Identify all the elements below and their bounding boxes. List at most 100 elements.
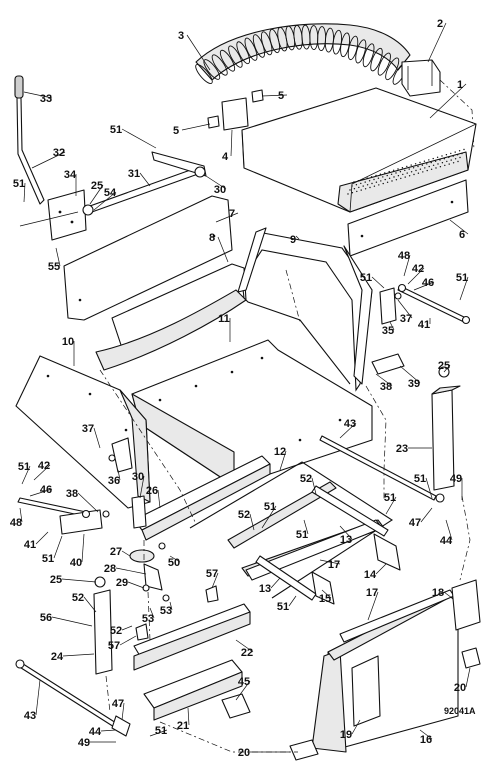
callout-47: 47 [112, 698, 124, 710]
callout-27: 27 [110, 546, 122, 558]
callout-leader-44 [100, 729, 117, 732]
callout-7: 7 [229, 208, 235, 220]
part-22-channel [133, 603, 251, 671]
callout-leader-18 [443, 591, 453, 599]
callout-leader-28 [115, 567, 147, 575]
callout-leader-38 [77, 492, 99, 513]
drawing-id: 92041A [444, 706, 476, 716]
callout-21: 21 [177, 720, 189, 732]
callout-leader-12 [279, 450, 287, 471]
part-35-bracket [379, 287, 402, 325]
callout-17: 17 [366, 587, 378, 599]
callout-12: 12 [274, 446, 286, 458]
part-7-deflector [63, 195, 233, 321]
callout-leader-52 [249, 513, 255, 531]
callout-41: 41 [418, 319, 430, 331]
callout-25: 25 [438, 360, 450, 372]
part-9-frame [237, 227, 373, 392]
callout-leader-51 [371, 276, 385, 289]
callout-49: 49 [78, 737, 90, 749]
callout-2: 2 [437, 18, 443, 30]
callout-52: 52 [72, 592, 84, 604]
callout-leader-20 [465, 667, 471, 688]
callout-26: 26 [146, 485, 158, 497]
part-23-post [431, 366, 461, 491]
callout-48: 48 [10, 517, 22, 529]
callout-33: 33 [40, 93, 52, 105]
part-1-hood [241, 87, 477, 213]
callout-18: 18 [432, 587, 444, 599]
callout-leader-51 [288, 595, 297, 607]
callout-leader-5 [181, 123, 211, 131]
part-36-latch [108, 437, 133, 473]
callout-56: 56 [40, 612, 52, 624]
callout-55: 55 [48, 261, 60, 273]
callout-29: 29 [116, 577, 128, 589]
callout-leader-30 [205, 175, 227, 190]
callout-leader-51 [303, 519, 309, 535]
part-18-bracket [451, 579, 481, 631]
callout-5: 5 [278, 90, 284, 102]
callout-leader-3 [186, 34, 211, 71]
callout-leader-51 [149, 729, 168, 737]
callout-leader-5 [261, 94, 288, 97]
part-57-pins [135, 585, 219, 641]
callout-8: 8 [209, 232, 215, 244]
part-45-bracket [221, 693, 251, 719]
callout-leader-13 [339, 525, 353, 540]
callout-13: 13 [340, 534, 352, 546]
callout-39: 39 [408, 378, 420, 390]
callout-leader-36 [117, 469, 121, 481]
callout-leader-21 [187, 707, 190, 726]
callout-11: 11 [218, 313, 230, 325]
callout-leader-57 [211, 572, 219, 589]
callout-leader-32 [31, 151, 66, 169]
callout-23: 23 [396, 443, 408, 455]
part-27-28-bushing [129, 542, 170, 602]
callout-leader-37 [397, 299, 413, 319]
callout-leader-51 [261, 505, 277, 529]
callout-48: 48 [398, 250, 410, 262]
callout-leader-39 [399, 365, 421, 384]
callout-5: 5 [173, 125, 179, 137]
callout-53: 53 [142, 613, 154, 625]
callout-leader-42 [407, 267, 425, 285]
callout-32: 32 [53, 147, 65, 159]
part-11-baffle [131, 339, 373, 487]
callout-34: 34 [64, 169, 77, 181]
callout-leader-42 [33, 464, 51, 481]
callout-37: 37 [82, 423, 94, 435]
callout-leader-26 [157, 489, 161, 509]
callout-9: 9 [290, 234, 296, 246]
callout-40: 40 [70, 557, 82, 569]
callout-leader-1 [429, 83, 467, 119]
callout-leader-52 [121, 625, 133, 631]
part-41-linkage-left [17, 497, 110, 535]
callout-leader-50 [169, 555, 181, 563]
part-20-foot [289, 647, 481, 761]
callout-leader-15 [321, 589, 332, 599]
callout-leader-16 [419, 729, 433, 740]
callout-17: 17 [328, 559, 340, 571]
callout-46: 46 [422, 277, 434, 289]
callout-16: 16 [420, 734, 432, 746]
callout-leader-22 [235, 639, 254, 653]
callout-51: 51 [155, 725, 167, 737]
callout-28: 28 [104, 563, 116, 575]
callout-leader-57 [119, 635, 137, 646]
callout-51: 51 [277, 601, 289, 613]
callout-leader-51 [21, 465, 31, 485]
callout-leader-9 [295, 235, 300, 240]
callout-20: 20 [454, 682, 466, 694]
callout-leader-14 [375, 563, 387, 575]
callout-43: 43 [24, 710, 36, 722]
part-33-32-lever [14, 75, 45, 205]
callout-47: 47 [409, 517, 421, 529]
part-2-hose-adapter [401, 59, 475, 151]
callout-leader-52 [311, 477, 317, 495]
part-43-rod-right [319, 435, 445, 503]
callout-51: 51 [110, 124, 122, 136]
callout-leader-25 [89, 184, 104, 205]
callout-leader-52 [83, 596, 97, 613]
callout-leader-55 [55, 247, 61, 267]
